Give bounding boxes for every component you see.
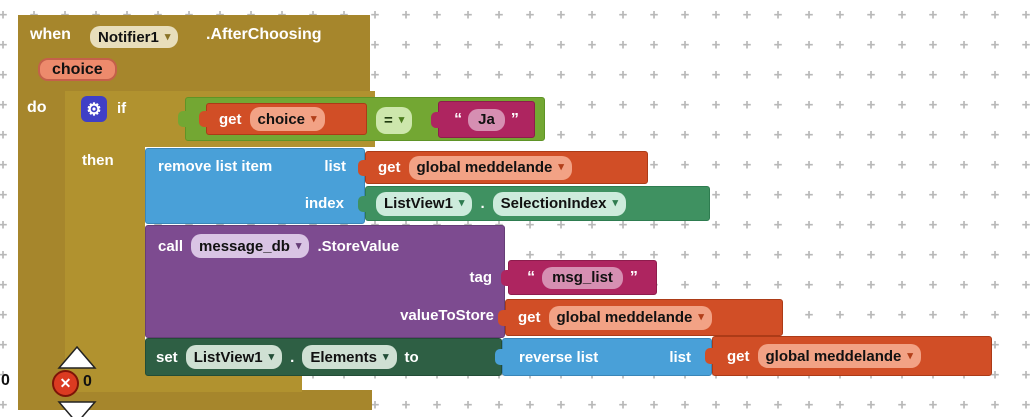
text-string-block-msg-list[interactable]: “ msg_list ” [508,260,657,295]
operator-label: = [384,112,393,129]
dot-separator: . [480,195,485,212]
get-keyword: get [518,309,541,326]
variable-dropdown-label: global meddelande [416,159,553,176]
close-quote: ” [629,268,638,286]
dropdown-arrow-icon: ▾ [295,239,302,252]
tag-socket-label: tag [469,269,493,286]
dropdown-arrow-icon: ▾ [311,112,317,125]
dot-separator: . [290,348,295,366]
text-string-block-ja[interactable]: “ Ja ” [438,101,535,138]
get-keyword: get [219,110,242,128]
call-keyword: call [158,237,184,255]
property-dropdown-label: Elements [310,348,378,366]
close-quote: ” [510,110,519,128]
listview-selectionindex-block[interactable]: ListView1 ▾ . SelectionIndex ▾ [365,186,710,221]
remove-list-item-label: remove list item [158,158,273,175]
set-keyword: set [156,348,178,366]
method-name-label: .StoreValue [317,237,400,255]
dropdown-arrow-icon: ▾ [612,197,619,209]
variable-dropdown-global-meddelande[interactable]: global meddelande ▾ [408,155,572,180]
event-param-choice[interactable]: choice [38,58,117,81]
component-dropdown-message-db[interactable]: message_db ▾ [191,234,310,258]
property-dropdown-selectionindex[interactable]: SelectionIndex ▾ [492,191,627,216]
dropdown-arrow-icon: ▾ [383,350,389,363]
variable-dropdown-label: choice [257,110,306,128]
get-keyword: get [727,347,750,365]
then-label: then [82,152,114,169]
get-global-meddelande-block[interactable]: get global meddelande ▾ [712,336,992,376]
component-dropdown-label: ListView1 [384,195,453,212]
remove-list-item-block[interactable]: remove list item list index [145,148,365,224]
variable-dropdown-global-meddelande[interactable]: global meddelande ▾ [757,344,921,368]
property-dropdown-label: SelectionIndex [500,195,607,212]
valuetostore-socket-label: valueToStore [400,307,494,324]
component-dropdown-listview[interactable]: ListView1 ▾ [185,345,283,369]
get-global-meddelande-block[interactable]: get global meddelande ▾ [505,299,783,336]
to-label: to [404,348,419,366]
variable-dropdown-global-meddelande[interactable]: global meddelande ▾ [548,305,712,330]
mutator-gear-icon[interactable]: ⚙ [81,96,107,122]
get-keyword: get [378,159,401,176]
do-label: do [27,99,47,116]
get-choice-block[interactable]: get choice ▾ [206,103,367,135]
component-dropdown-label: Notifier1 [98,28,159,46]
dropdown-arrow-icon: ▾ [907,349,913,362]
reverse-list-block[interactable]: reverse list list [502,338,712,376]
reverse-list-label: reverse list [519,348,599,366]
variable-dropdown-choice[interactable]: choice ▾ [249,107,325,131]
variable-dropdown-label: global meddelande [556,309,693,326]
variable-dropdown-label: global meddelande [765,347,902,365]
component-dropdown-label: message_db [199,237,290,255]
call-storevalue-block[interactable]: call message_db ▾ .StoreValue tag valueT… [145,225,505,338]
get-global-meddelande-block[interactable]: get global meddelande ▾ [365,151,648,184]
set-elements-block[interactable]: set ListView1 ▾ . Elements ▾ to [145,338,502,376]
string-value[interactable]: Ja [468,108,505,131]
operator-dropdown[interactable]: = ▾ [376,107,413,134]
component-dropdown-listview[interactable]: ListView1 ▾ [376,191,473,216]
call-row: call message_db ▾ .StoreValue [158,234,399,258]
if-label: if [117,100,127,117]
error-x-glyph: ✕ [59,375,72,391]
open-quote: “ [454,110,463,128]
dropdown-arrow-icon: ▾ [398,114,405,126]
dropdown-arrow-icon: ▾ [268,350,275,363]
list-socket-label: list [324,158,346,175]
error-indicator-icon[interactable]: ✕ [52,370,79,397]
component-dropdown-notifier[interactable]: Notifier1 ▾ [90,26,179,48]
dropdown-arrow-icon: ▾ [698,311,704,323]
warning-count: 0 [1,372,10,389]
property-dropdown-elements[interactable]: Elements ▾ [302,345,397,369]
dropdown-arrow-icon: ▾ [558,161,564,173]
error-count: 0 [83,373,92,390]
dropdown-arrow-icon: ▾ [458,197,465,209]
gear-glyph: ⚙ [86,99,102,119]
string-value[interactable]: msg_list [542,266,623,289]
index-socket-label: index [304,195,344,212]
scroll-down-arrow-icon[interactable] [57,400,97,417]
open-quote: “ [527,268,536,286]
event-name-label: .AfterChoosing [206,26,322,43]
dropdown-arrow-icon: ▾ [164,30,171,43]
list-socket-label: list [669,348,691,366]
component-dropdown-label: ListView1 [193,348,263,366]
logic-compare-block[interactable]: get choice ▾ = ▾ “ Ja ” [185,97,545,141]
scroll-up-arrow-icon[interactable] [57,345,97,370]
when-keyword: when [30,26,71,43]
